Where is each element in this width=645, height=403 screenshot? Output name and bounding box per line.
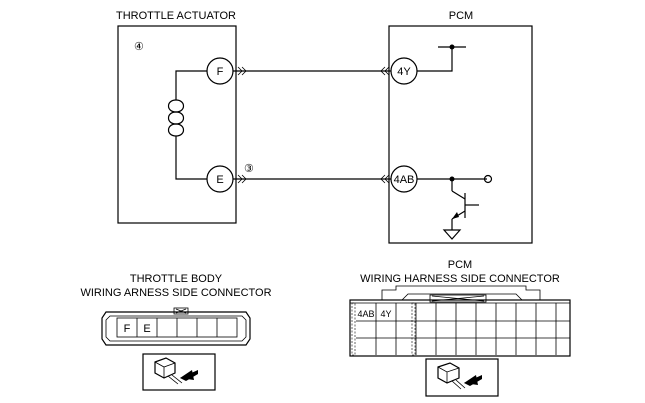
callout-3: ③ bbox=[244, 163, 254, 175]
coil-symbol bbox=[167, 70, 207, 180]
pcm-transistor-circuit bbox=[417, 174, 493, 240]
throttle-body-connector-title: THROTTLE BODY bbox=[130, 273, 223, 285]
throttle-body-connector bbox=[101, 307, 251, 346]
throttle-actuator-title: THROTTLE ACTUATOR bbox=[116, 10, 236, 22]
wire-e-to-4ab bbox=[233, 174, 391, 184]
pcm-connector-cell-4ab: 4AB bbox=[357, 309, 374, 319]
tb-connector-cell-f: F bbox=[124, 323, 131, 335]
throttle-actuator-box bbox=[117, 25, 237, 224]
actuator-pin-f-label: F bbox=[217, 66, 224, 78]
pcm-box bbox=[388, 25, 533, 244]
pcm-4y-circuit bbox=[417, 44, 466, 72]
tb-connector-cell-e: E bbox=[143, 323, 150, 335]
callout-4: ④ bbox=[134, 41, 144, 53]
throttle-body-connector-subtitle: WIRING ARNESS SIDE CONNECTOR bbox=[80, 287, 271, 299]
pcm-connector bbox=[349, 285, 571, 357]
pcm-connector-subtitle: WIRING HARNESS SIDE CONNECTOR bbox=[360, 273, 560, 285]
actuator-pin-e-label: E bbox=[216, 174, 223, 186]
pcm-title: PCM bbox=[449, 10, 473, 22]
connector-view-icon bbox=[142, 353, 216, 391]
wire-f-to-4y bbox=[233, 66, 391, 76]
pcm-pin-4y-label: 4Y bbox=[397, 66, 411, 78]
pcm-connector-title: PCM bbox=[448, 259, 472, 271]
pcm-pin-4ab-label: 4AB bbox=[394, 174, 415, 186]
pcm-connector-cell-4y: 4Y bbox=[380, 309, 391, 319]
pcm-connector-view-icon bbox=[425, 358, 499, 397]
